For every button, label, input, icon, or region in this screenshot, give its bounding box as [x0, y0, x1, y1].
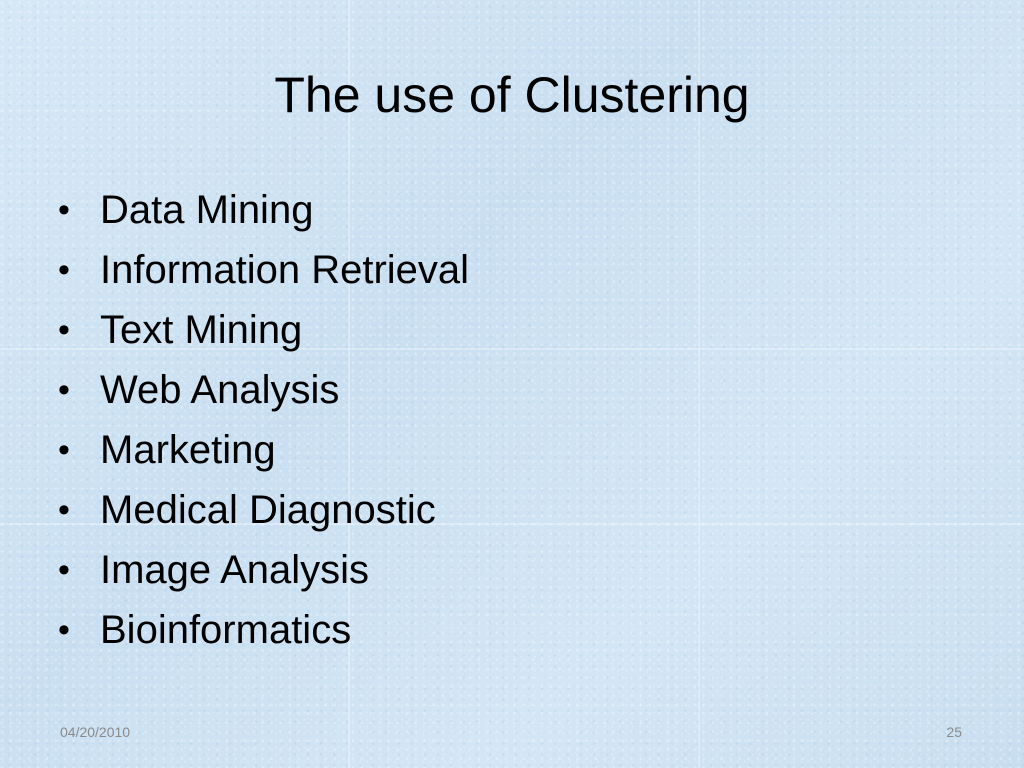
- bullet-list: • Data Mining • Information Retrieval • Tex…: [58, 182, 469, 662]
- list-item: • Medical Diagnostic: [58, 482, 469, 542]
- bullet-text: Information Retrieval: [100, 248, 470, 292]
- bullet-icon: •: [58, 491, 70, 529]
- list-item: • Bioinformatics: [58, 602, 469, 662]
- bullet-text: Data Mining: [100, 188, 314, 232]
- bullet-text: Bioinformatics: [100, 608, 352, 652]
- bullet-text: Image Analysis: [100, 548, 370, 592]
- bullet-text: Web Analysis: [100, 368, 340, 412]
- footer-date: 04/20/2010: [60, 724, 131, 740]
- list-item: • Information Retrieval: [58, 242, 469, 302]
- list-item: • Text Mining: [58, 302, 469, 362]
- bullet-text: Text Mining: [100, 308, 303, 352]
- bullet-icon: •: [58, 371, 70, 409]
- bullet-icon: •: [58, 311, 70, 349]
- bullet-icon: •: [58, 191, 70, 229]
- page-number: 25: [946, 724, 962, 740]
- bullet-text: Medical Diagnostic: [100, 488, 436, 532]
- list-item: • Marketing: [58, 422, 469, 482]
- bullet-text: Marketing: [100, 428, 276, 472]
- list-item: • Web Analysis: [58, 362, 469, 422]
- bullet-icon: •: [58, 431, 70, 469]
- bullet-icon: •: [58, 611, 70, 649]
- list-item: • Data Mining: [58, 182, 469, 242]
- bullet-icon: •: [58, 251, 70, 289]
- list-item: • Image Analysis: [58, 542, 469, 602]
- slide-title: The use of Clustering: [274, 67, 750, 123]
- bullet-icon: •: [58, 551, 70, 589]
